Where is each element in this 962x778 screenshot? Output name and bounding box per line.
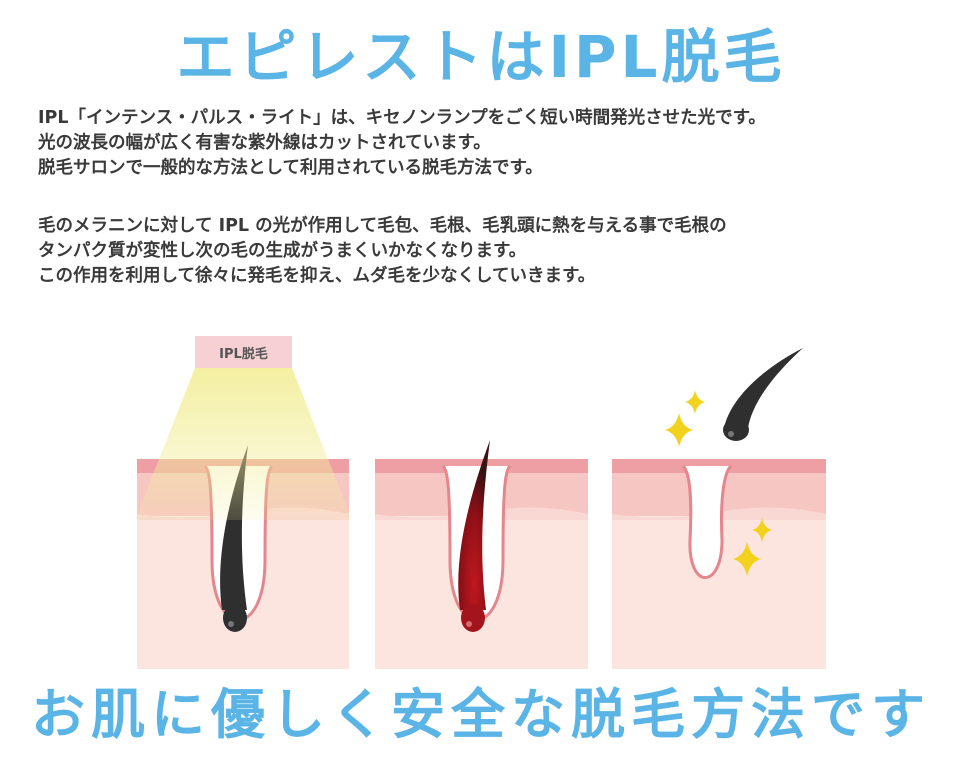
skin-panel-2 xyxy=(375,440,588,669)
paragraph-line: 脱毛サロンで一般的な方法として利用されている脱毛方法です。 xyxy=(38,158,543,178)
ipl-diagram xyxy=(135,348,826,669)
sparkle-icon xyxy=(665,413,693,447)
paragraph-line: この作用を利用して徐々に発毛を抑え、ムダ毛を少なくしていきます。 xyxy=(38,266,596,286)
ipl-label: IPL脱毛 xyxy=(195,336,292,368)
sparkle-icons xyxy=(665,390,772,576)
ejected-hair xyxy=(723,348,803,441)
sparkle-icon xyxy=(752,518,772,542)
paragraph-line: タンパク質が変性し次の毛の生成がうまくいかなくなります。 xyxy=(38,241,527,261)
paragraph-line: 毛のメラニンに対して IPL の光が作用して毛包、毛根、毛乳頭に熱を与える事で毛… xyxy=(38,216,727,236)
light-beam xyxy=(135,368,352,520)
paragraph-line: 光の波長の幅が広く有害な紫外線はカットされています。 xyxy=(38,133,491,153)
description-paragraph-1: IPL「インテンス・パルス・ライト」は、キセノンランプをごく短い時間発光させた光… xyxy=(38,106,938,181)
page-title: エピレストはIPL脱毛 xyxy=(176,23,786,91)
skin-panel-3 xyxy=(612,459,826,669)
sparkle-icon xyxy=(733,542,761,576)
sparkle-icon xyxy=(685,390,705,414)
paragraph-line: IPL「インテンス・パルス・ライト」は、キセノンランプをごく短い時間発光させた光… xyxy=(38,108,766,128)
footer-tagline: お肌に優しく安全な脱毛方法です xyxy=(31,683,931,746)
description-paragraph-2: 毛のメラニンに対して IPL の光が作用して毛包、毛根、毛乳頭に熱を与える事で毛… xyxy=(38,214,938,289)
